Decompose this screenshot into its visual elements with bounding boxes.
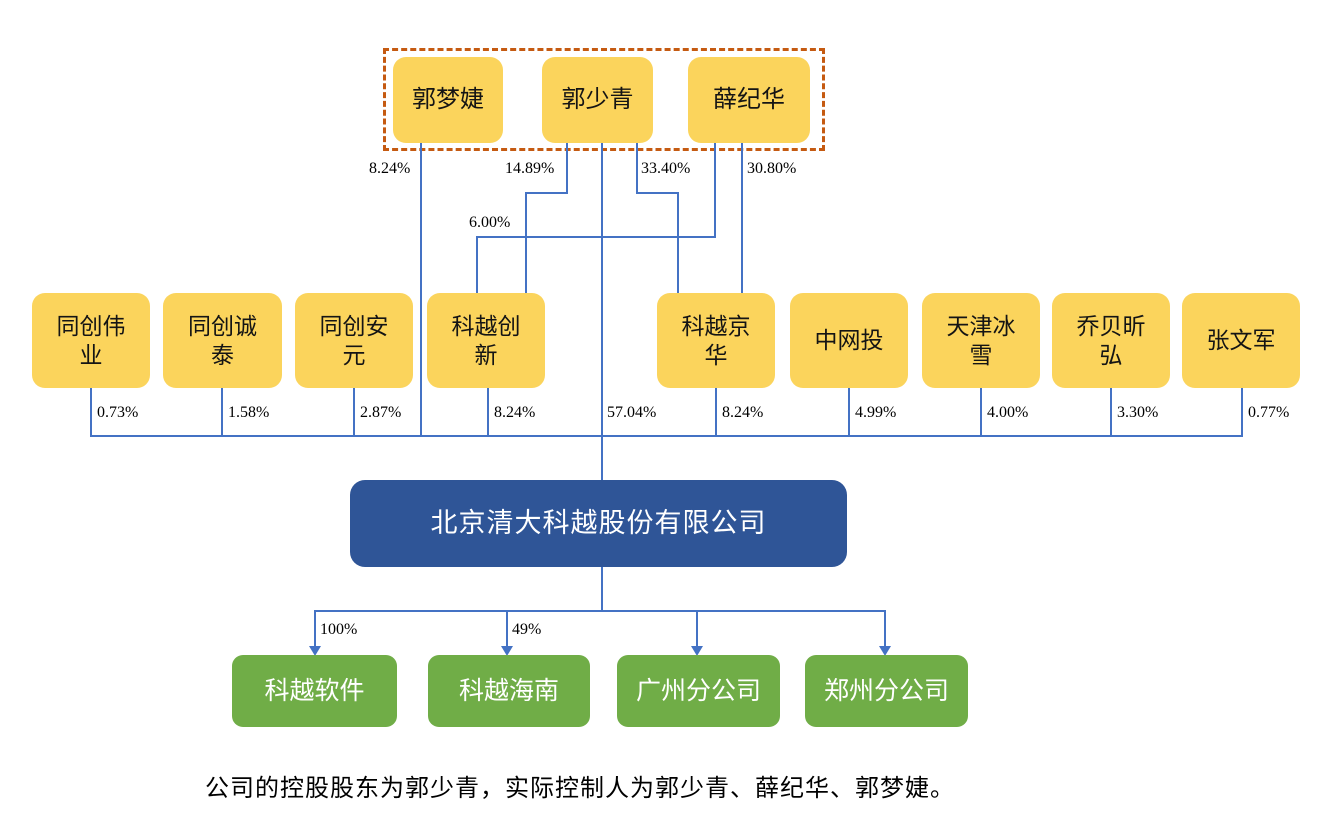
connector-keyue-chuangxin-drop [487, 388, 489, 436]
edge-label-guo-mengjie-company: 8.24% [369, 160, 411, 177]
branch-box-guangzhou: 广州分公司 [617, 655, 780, 727]
arrow-down-icon [501, 646, 513, 656]
connector-xue-jihua-chuangxin-v1 [714, 143, 716, 238]
connector-guo-shaoqing-chuangxin-h [525, 192, 568, 194]
shareholder-box-keyue-chuangxin: 科越创新 [427, 293, 545, 388]
connector-bus-line [90, 435, 1243, 437]
connector-tongchuang-chengtai-drop [221, 388, 223, 436]
shareholder-box-guo-shaoqing: 郭少青 [542, 57, 653, 143]
edge-label-zhongwangtou: 4.99% [855, 404, 897, 421]
connector-subsidiary-splitter [314, 610, 886, 612]
connector-xue-jihua-chuangxin-h [476, 236, 716, 238]
connector-tianjin-bingxue-drop [980, 388, 982, 436]
edge-label-tongchuang-chengtai: 1.58% [228, 404, 270, 421]
connector-keyue-jinghua-drop [715, 388, 717, 436]
edge-label-zhang-wenjun: 0.77% [1248, 404, 1290, 421]
connector-company-stem [601, 567, 603, 611]
edge-label-keyue-hainan: 49% [512, 621, 542, 638]
company-box: 北京清大科越股份有限公司 [350, 480, 847, 567]
edge-label-guo-shaoqing-company: 57.04% [607, 404, 657, 421]
connector-xue-jihua-to-jinghua [741, 143, 743, 293]
connector-tongchuang-anyuan-drop [353, 388, 355, 436]
edge-label-tianjin-bingxue: 4.00% [987, 404, 1029, 421]
connector-keyue-ruanjian-stem [314, 610, 316, 648]
shareholder-box-tongchuang-chengtai: 同创诚泰 [163, 293, 282, 388]
shareholder-box-tongchuang-anyuan: 同创安元 [295, 293, 413, 388]
edge-label-qiao-beixinhong: 3.30% [1117, 404, 1159, 421]
edge-label-tongchuang-anyuan: 2.87% [360, 404, 402, 421]
connector-guo-shaoqing-jinghua-h [636, 192, 679, 194]
connector-guo-mengjie-to-bus [420, 143, 422, 436]
edge-label-guo-shaoqing-chuangxin: 14.89% [505, 160, 555, 177]
connector-keyue-hainan-stem [506, 610, 508, 648]
shareholder-box-xue-jihua: 薛纪华 [688, 57, 810, 143]
branch-box-zhengzhou: 郑州分公司 [805, 655, 968, 727]
arrow-down-icon [879, 646, 891, 656]
edge-label-keyue-jinghua: 8.24% [722, 404, 764, 421]
connector-zhang-wenjun-drop [1241, 388, 1243, 436]
actual-controller-group-frame [383, 48, 825, 151]
arrow-down-icon [691, 646, 703, 656]
subsidiary-box-keyue-hainan: 科越海南 [428, 655, 590, 727]
connector-zhongwangtou-drop [848, 388, 850, 436]
connector-guo-shaoqing-chuangxin-v2 [525, 192, 527, 293]
edge-label-keyue-chuangxin: 8.24% [494, 404, 536, 421]
shareholder-box-tongchuang-weiye: 同创伟业 [32, 293, 150, 388]
connector-zhengzhou-stem [884, 610, 886, 648]
edge-label-guo-shaoqing-jinghua: 33.40% [641, 160, 691, 177]
shareholder-box-tianjin-bingxue: 天津冰雪 [922, 293, 1040, 388]
shareholder-box-zhang-wenjun: 张文军 [1182, 293, 1300, 388]
connector-guangzhou-stem [696, 610, 698, 648]
connector-guo-shaoqing-jinghua-v1 [636, 143, 638, 194]
connector-guo-shaoqing-chuangxin-v1 [566, 143, 568, 194]
connector-guo-shaoqing-to-company [601, 143, 603, 480]
shareholder-box-zhongwangtou: 中网投 [790, 293, 908, 388]
connector-tongchuang-weiye-drop [90, 388, 92, 436]
arrow-down-icon [309, 646, 321, 656]
shareholder-box-qiao-beixinhong: 乔贝昕弘 [1052, 293, 1170, 388]
edge-label-tongchuang-weiye: 0.73% [97, 404, 139, 421]
connector-xue-jihua-chuangxin-v2 [476, 236, 478, 293]
subsidiary-box-keyue-ruanjian: 科越软件 [232, 655, 397, 727]
shareholder-box-keyue-jinghua: 科越京华 [657, 293, 775, 388]
footnote-text: 公司的控股股东为郭少青，实际控制人为郭少青、薛纪华、郭梦婕。 [205, 776, 955, 802]
edge-label-keyue-ruanjian: 100% [320, 621, 358, 638]
connector-qiao-beixinhong-drop [1110, 388, 1112, 436]
connector-guo-shaoqing-jinghua-v2 [677, 192, 679, 293]
edge-label-xue-jihua-jinghua: 30.80% [747, 160, 797, 177]
edge-label-xue-jihua-chuangxin: 6.00% [469, 214, 511, 231]
shareholder-box-guo-mengjie: 郭梦婕 [393, 57, 503, 143]
